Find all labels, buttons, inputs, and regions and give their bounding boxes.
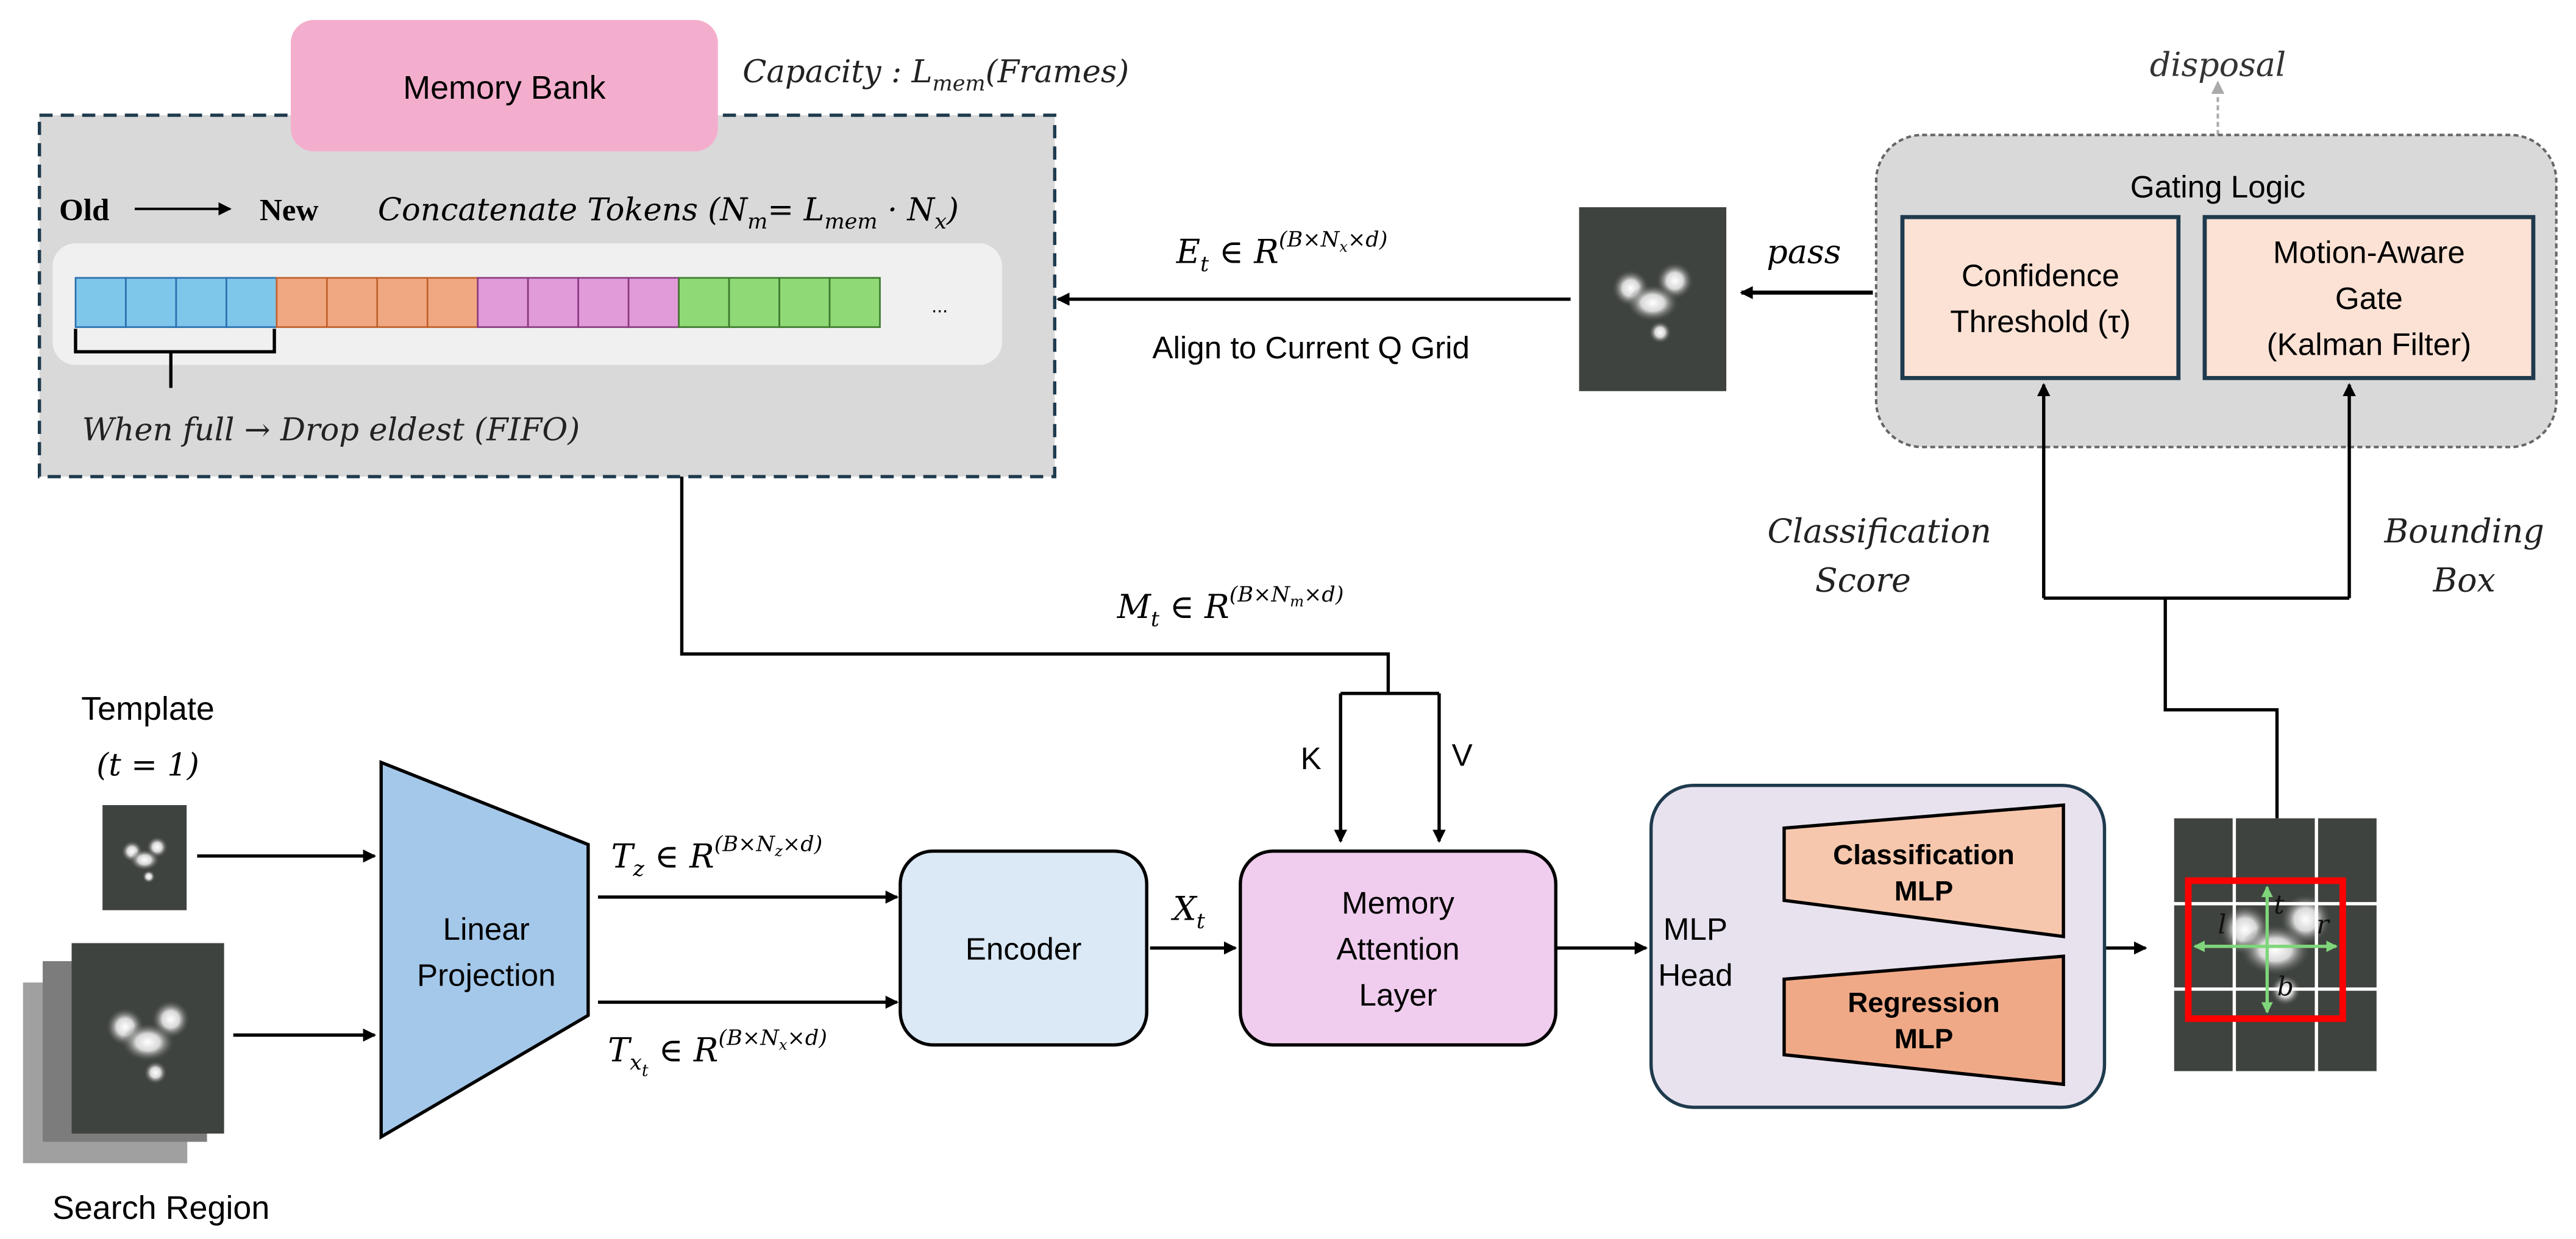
confidence-threshold-box: [1900, 215, 2181, 380]
template-image: [102, 805, 187, 911]
token-cell-frame-2: [276, 277, 328, 328]
token-sequence: [74, 277, 881, 328]
memory-bank-title: Memory Bank: [403, 69, 606, 106]
bbox-bottom-label: b: [2277, 972, 2294, 1003]
fifo-label: When full → Drop eldest (FIFO): [82, 412, 580, 449]
template-label: Template: [81, 691, 215, 727]
token-cell-frame-2: [326, 277, 379, 328]
concat-label: Concatenate Tokens (Nm= Lmem · Nx): [378, 192, 959, 234]
token-cell-frame-4: [778, 277, 831, 328]
token-ellipsis: ...: [931, 295, 948, 317]
token-cell-frame-3: [627, 277, 680, 328]
encoder-block: [898, 849, 1148, 1047]
classification-mlp-block: [1782, 803, 2065, 939]
disposal-label: disposal: [2150, 45, 2286, 83]
token-cell-frame-4: [728, 277, 780, 328]
memory-bank: Memory Bank Capacity : Lmem(Frames) Old …: [37, 20, 1129, 478]
v-label: V: [1452, 737, 1473, 772]
bbox-top-label: t: [2274, 890, 2285, 920]
token-cell-frame-1: [175, 277, 227, 328]
new-label: New: [260, 193, 319, 228]
search-region-label: Search Region: [52, 1190, 269, 1226]
search-region-image: [71, 943, 224, 1134]
pass-label: pass: [1767, 233, 1841, 271]
tz-label: Tz ∈ R(B×Nz×d): [611, 832, 823, 881]
memory-attention-block: [1239, 849, 1558, 1047]
encoder-label: Encoder: [966, 931, 1082, 966]
align-label: Align to Current Q Grid: [1152, 330, 1470, 365]
token-cell-frame-3: [577, 277, 630, 328]
output-prediction: l t r b: [2149, 818, 2402, 1071]
fifo-brace: [74, 328, 276, 388]
token-cell-frame-4: [678, 277, 730, 328]
token-cell-frame-1: [226, 277, 278, 328]
linear-projection-block: [379, 760, 590, 1140]
token-cell-frame-4: [828, 277, 881, 328]
capacity-label: Capacity : Lmem(Frames): [742, 54, 1129, 96]
tx-label: Txt ∈ R(B×Nx×d): [608, 1026, 827, 1081]
token-cell-frame-1: [74, 277, 127, 328]
xt-label: Xt: [1170, 890, 1205, 934]
passed-frame-image: [1579, 207, 1727, 391]
mt-label: Mt ∈ R(B×Nm×d): [1117, 582, 1344, 631]
bbox-right-label: r: [2316, 909, 2330, 940]
bbox-left-label: l: [2218, 909, 2226, 940]
token-cell-frame-3: [527, 277, 580, 328]
token-cell-frame-1: [125, 277, 177, 328]
gating-logic-title: Gating Logic: [2130, 169, 2305, 204]
token-cell-frame-3: [477, 277, 529, 328]
old-label: Old: [59, 193, 110, 228]
predicted-bbox: [2185, 877, 2346, 1022]
score-bbox-connector: [2043, 596, 2350, 818]
k-label: K: [1301, 741, 1322, 776]
token-cell-frame-2: [426, 277, 479, 328]
token-cell-frame-2: [376, 277, 429, 328]
template-time-label: (t = 1): [96, 747, 199, 784]
motion-aware-gate-box: [2202, 215, 2536, 380]
et-label: Et ∈ R(B×Nx×d): [1176, 227, 1388, 277]
memory-bank-title-box: [291, 20, 718, 152]
regression-mlp-block: [1782, 954, 2065, 1087]
mt-connector: [680, 477, 1439, 695]
